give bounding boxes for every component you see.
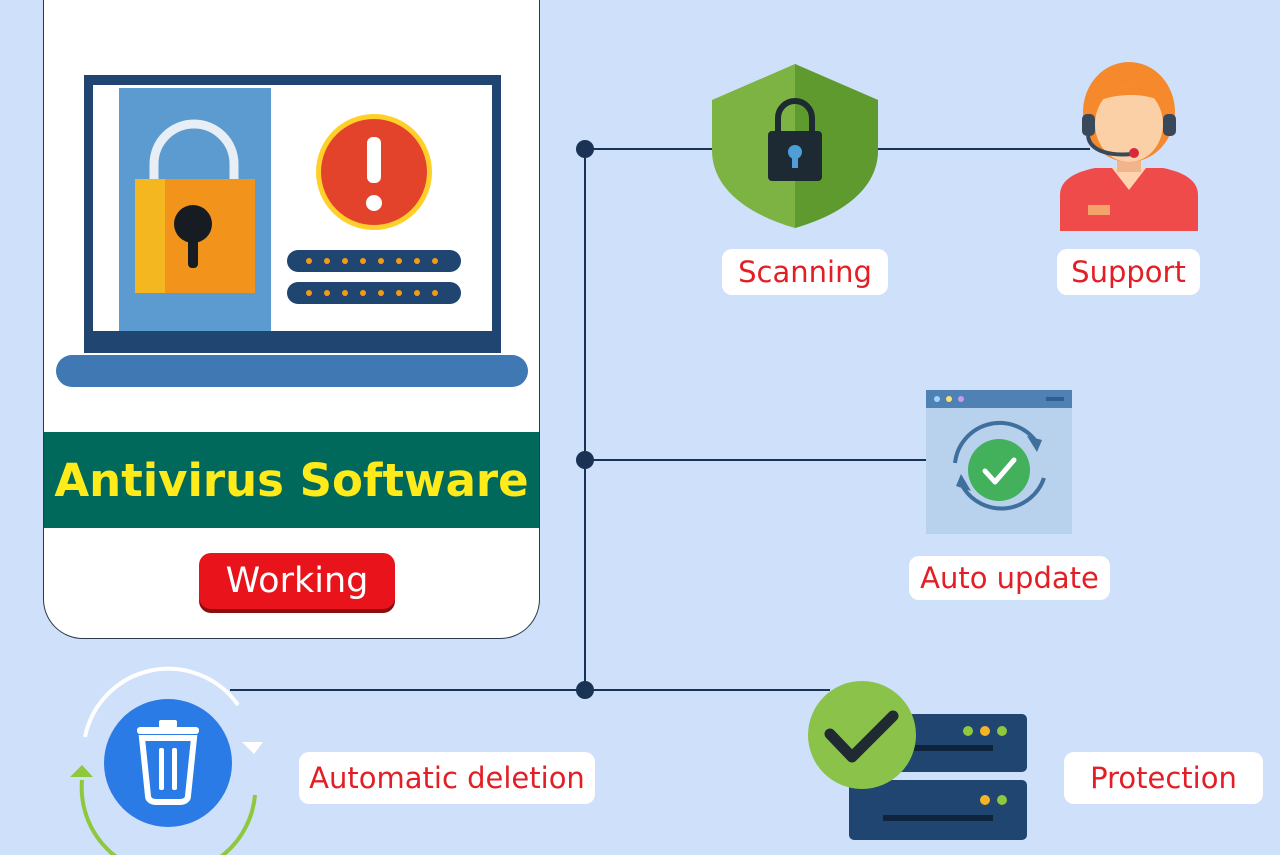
status-button[interactable]: Working bbox=[199, 553, 395, 609]
shield-lock-icon bbox=[712, 64, 878, 228]
label-support: Support bbox=[1057, 249, 1200, 295]
connector-nodes bbox=[576, 140, 594, 699]
browser-update-icon bbox=[926, 390, 1072, 534]
support-agent-icon bbox=[1060, 62, 1198, 231]
server-check-icon bbox=[808, 681, 1027, 840]
label-scanning: Scanning bbox=[722, 249, 888, 295]
label-auto-update: Auto update bbox=[909, 556, 1110, 600]
laptop-lock-icon bbox=[56, 75, 528, 387]
trash-recycle-icon bbox=[70, 666, 263, 855]
antivirus-panel: Antivirus Software Working bbox=[43, 0, 540, 639]
connector-lines bbox=[230, 148, 1090, 691]
label-protection: Protection bbox=[1064, 752, 1263, 804]
panel-title: Antivirus Software bbox=[44, 432, 539, 528]
label-automatic-deletion: Automatic deletion bbox=[299, 752, 595, 804]
